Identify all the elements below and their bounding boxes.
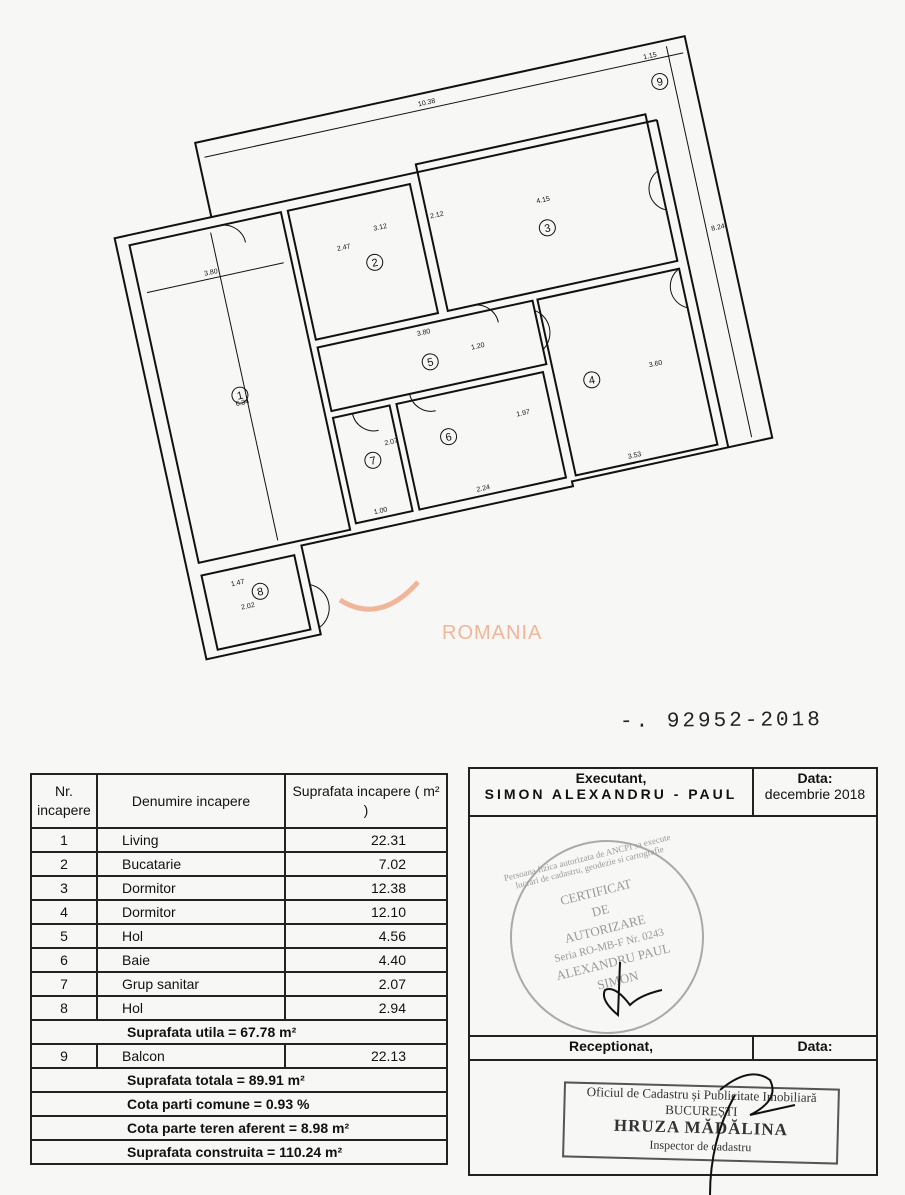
summary-row: Suprafata utila = 67.78 m²	[30, 1019, 448, 1045]
dim-label: 1.15	[643, 52, 658, 62]
executant-signature	[602, 961, 663, 1018]
room-3-dormitor	[414, 113, 679, 313]
room-number-2: 2	[366, 253, 384, 271]
dim-label: 3.80	[416, 328, 431, 338]
rooms-table: Nr. incapere Denumire incapere Suprafata…	[30, 773, 448, 1165]
room-6-baie	[395, 370, 568, 511]
dim-label: 3.60	[648, 359, 663, 369]
dimension-line	[665, 46, 753, 438]
door-swing	[472, 304, 499, 323]
door-swing	[409, 393, 436, 412]
door-swing	[534, 309, 551, 350]
summary-row: Suprafata construita = 110.24 m²	[30, 1139, 448, 1165]
dimension-line	[146, 262, 284, 294]
receptionat-label: Receptionat,	[468, 1035, 754, 1061]
room-number-1: 1	[231, 386, 249, 404]
summary-row: Cota parte teren aferent = 8.98 m²	[30, 1115, 448, 1141]
door-swing	[219, 224, 247, 243]
svg-text:2: 2	[371, 257, 380, 270]
room-8-hol	[200, 554, 312, 651]
header-suprafata: Suprafata incapere ( m² )	[284, 773, 448, 829]
dim-label: 1.47	[230, 579, 245, 589]
executant-name: SIMON ALEXANDRU - PAUL	[484, 786, 738, 802]
dim-label: 2.07	[384, 438, 399, 448]
room-number-4: 4	[583, 371, 601, 389]
dim-label: 3.53	[627, 451, 642, 461]
inspector-signature	[709, 1073, 796, 1195]
watermark-text: ROMANIA	[442, 622, 543, 644]
svg-text:4: 4	[588, 374, 597, 387]
svg-text:6: 6	[445, 431, 454, 444]
document-number: -. 92952-2018	[619, 709, 823, 734]
dim-label: 8.24	[711, 223, 726, 233]
outer-outline	[113, 34, 774, 661]
dim-label: 2.24	[476, 484, 491, 494]
room-number-7: 7	[364, 451, 382, 469]
dim-label: 4.15	[536, 196, 551, 206]
room-number-9: 9	[651, 72, 669, 90]
door-swing	[351, 413, 379, 432]
date2-label: Data:	[752, 1035, 878, 1061]
svg-text:9: 9	[656, 76, 665, 89]
executant-stamp-area	[468, 815, 878, 1037]
receptionat-stamp-area	[468, 1059, 878, 1176]
dim-label: 1.00	[373, 506, 388, 516]
date-label: Data:	[797, 770, 833, 786]
dim-label: 6.34	[235, 398, 250, 408]
room-2-bucatarie	[286, 182, 440, 341]
door-swing	[669, 268, 688, 309]
room-number-6: 6	[440, 428, 458, 446]
summary-row: Suprafata totala = 89.91 m²	[30, 1067, 448, 1093]
room-7-grup-sanitar	[331, 404, 414, 525]
room-1-living	[128, 211, 352, 564]
date-value: decembrie 2018	[764, 786, 866, 802]
dimension-line	[204, 52, 684, 158]
header-nr: Nr. incapere	[30, 773, 98, 829]
signature-table: Executant,SIMON ALEXANDRU - PAUL Data:de…	[468, 767, 878, 1176]
dim-label: 3.80	[204, 268, 219, 278]
dim-label: 3.12	[373, 223, 388, 233]
balcony-inner-edge	[211, 119, 658, 219]
executant-label: Executant,	[575, 770, 647, 786]
svg-text:3: 3	[543, 222, 552, 235]
summary-row: Cota parti comune = 0.93 %	[30, 1091, 448, 1117]
svg-text:8: 8	[256, 586, 265, 599]
dim-label: 1.20	[471, 342, 486, 352]
dim-label: 2.02	[241, 602, 256, 612]
dim-label: 2.47	[336, 243, 351, 253]
floor-plan: 10.38 1.15 8.24 3.80 6.34 2.47 3.12 2.12…	[113, 34, 774, 661]
watermark-logo	[338, 580, 420, 612]
room-5-hol	[316, 299, 548, 413]
room-number-3: 3	[538, 219, 556, 237]
door-swing	[309, 584, 330, 628]
svg-text:7: 7	[369, 455, 378, 468]
header-denumire: Denumire incapere	[96, 773, 286, 829]
dim-label: 2.12	[430, 211, 445, 221]
dim-label: 10.38	[417, 98, 436, 109]
room-number-5: 5	[421, 353, 439, 371]
dimension-line	[210, 232, 279, 541]
balcony-inner-edge-right	[655, 119, 730, 448]
svg-text:1: 1	[236, 390, 245, 403]
svg-text:5: 5	[426, 356, 435, 369]
room-number-8: 8	[251, 582, 269, 600]
door-swing	[648, 170, 667, 211]
dim-label: 1.97	[516, 409, 531, 419]
room-4-dormitor	[536, 267, 719, 477]
